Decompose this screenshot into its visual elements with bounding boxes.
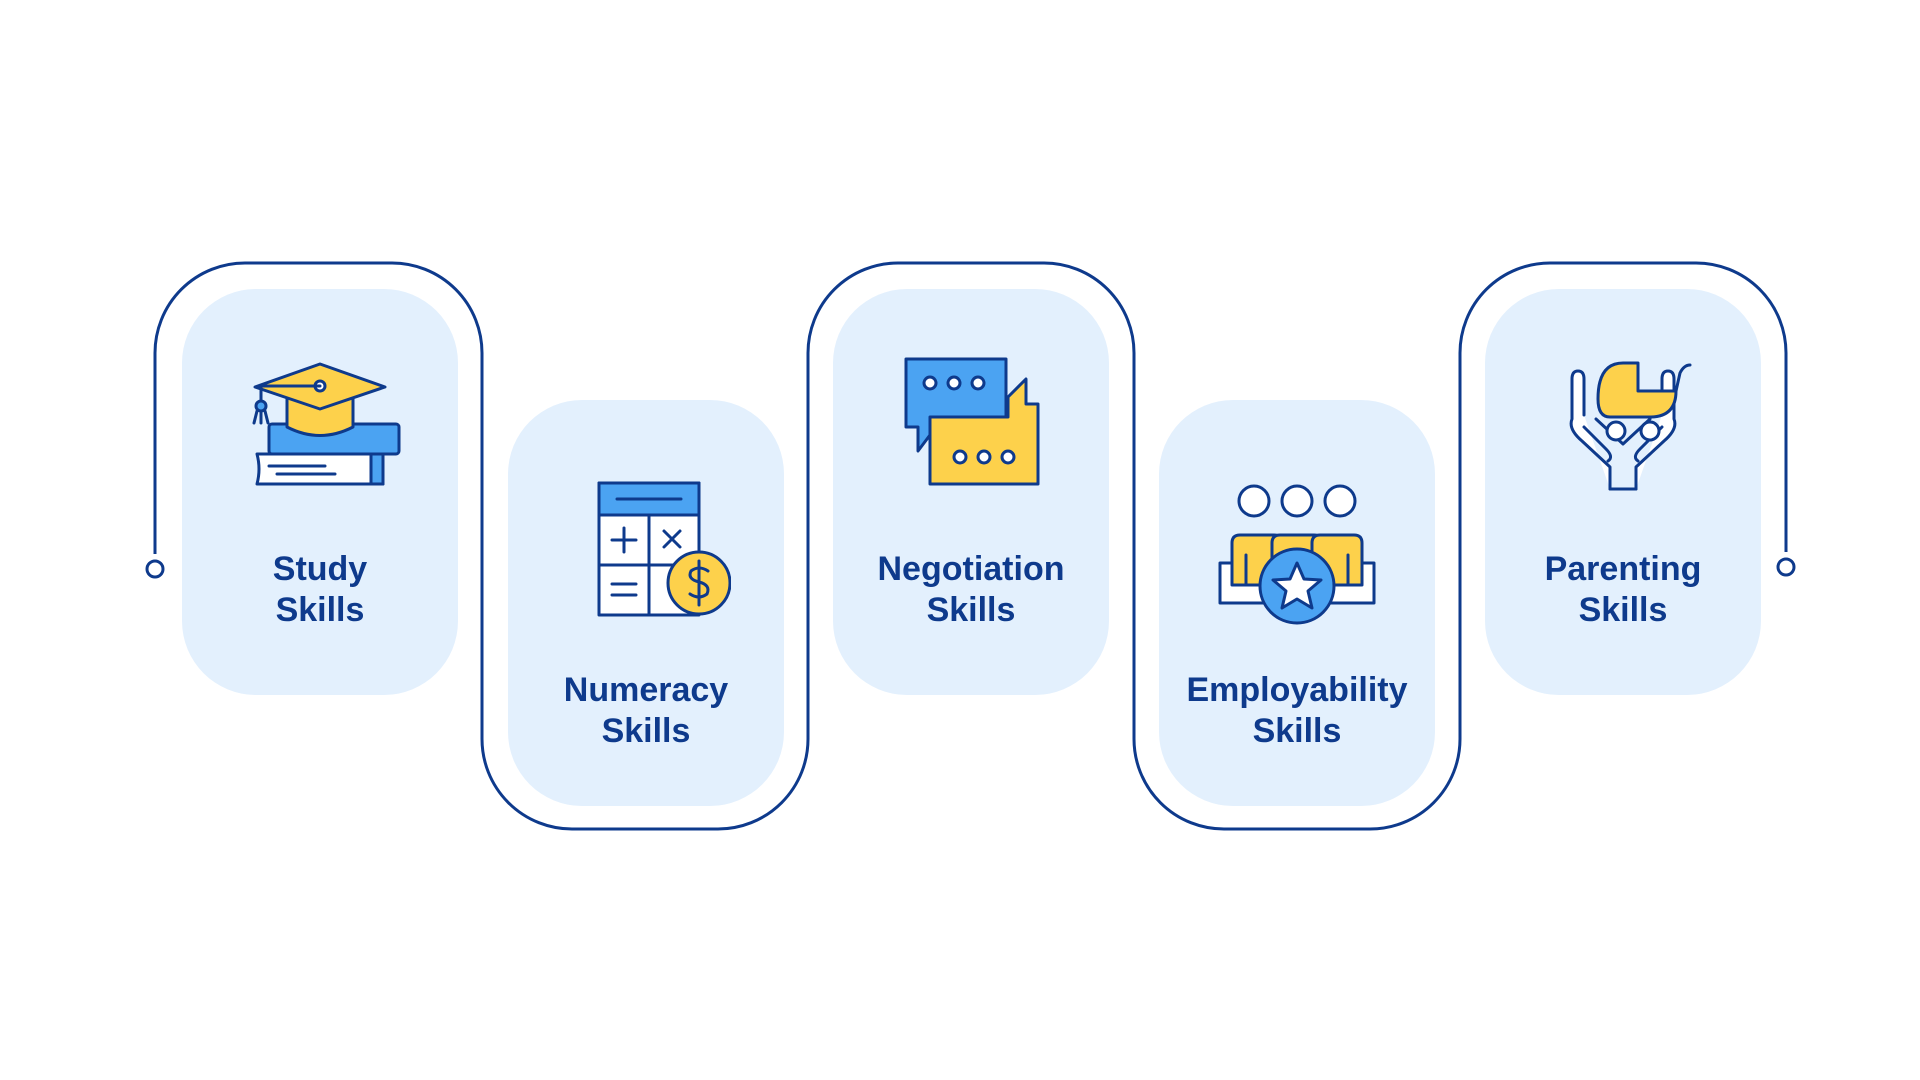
team-star-icon: [1218, 484, 1376, 625]
card-study-skills: Study Skills: [182, 289, 458, 695]
card-employability-skills: Employability Skills: [1159, 400, 1435, 806]
graduation-cap-books-icon: [252, 362, 401, 486]
calculator-dollar-icon: [597, 481, 731, 617]
connector-line: [153, 261, 1788, 831]
connector-end-dot: [1776, 557, 1796, 577]
card-numeracy-skills: Numeracy Skills: [508, 400, 784, 806]
step-label: Negotiation Skills: [877, 550, 1065, 629]
step-label: Study Skills: [272, 550, 368, 629]
chat-bubbles-icon: [904, 357, 1040, 486]
card-parenting-skills: Parenting Skills: [1485, 289, 1761, 695]
step-label: Numeracy Skills: [563, 671, 729, 750]
step-label: Employability Skills: [1186, 671, 1408, 750]
connector-start-dot: [145, 559, 165, 579]
hands-baby-carriage-icon: [1569, 361, 1692, 491]
card-negotiation-skills: Negotiation Skills: [833, 289, 1109, 695]
step-label: Parenting Skills: [1544, 550, 1702, 629]
